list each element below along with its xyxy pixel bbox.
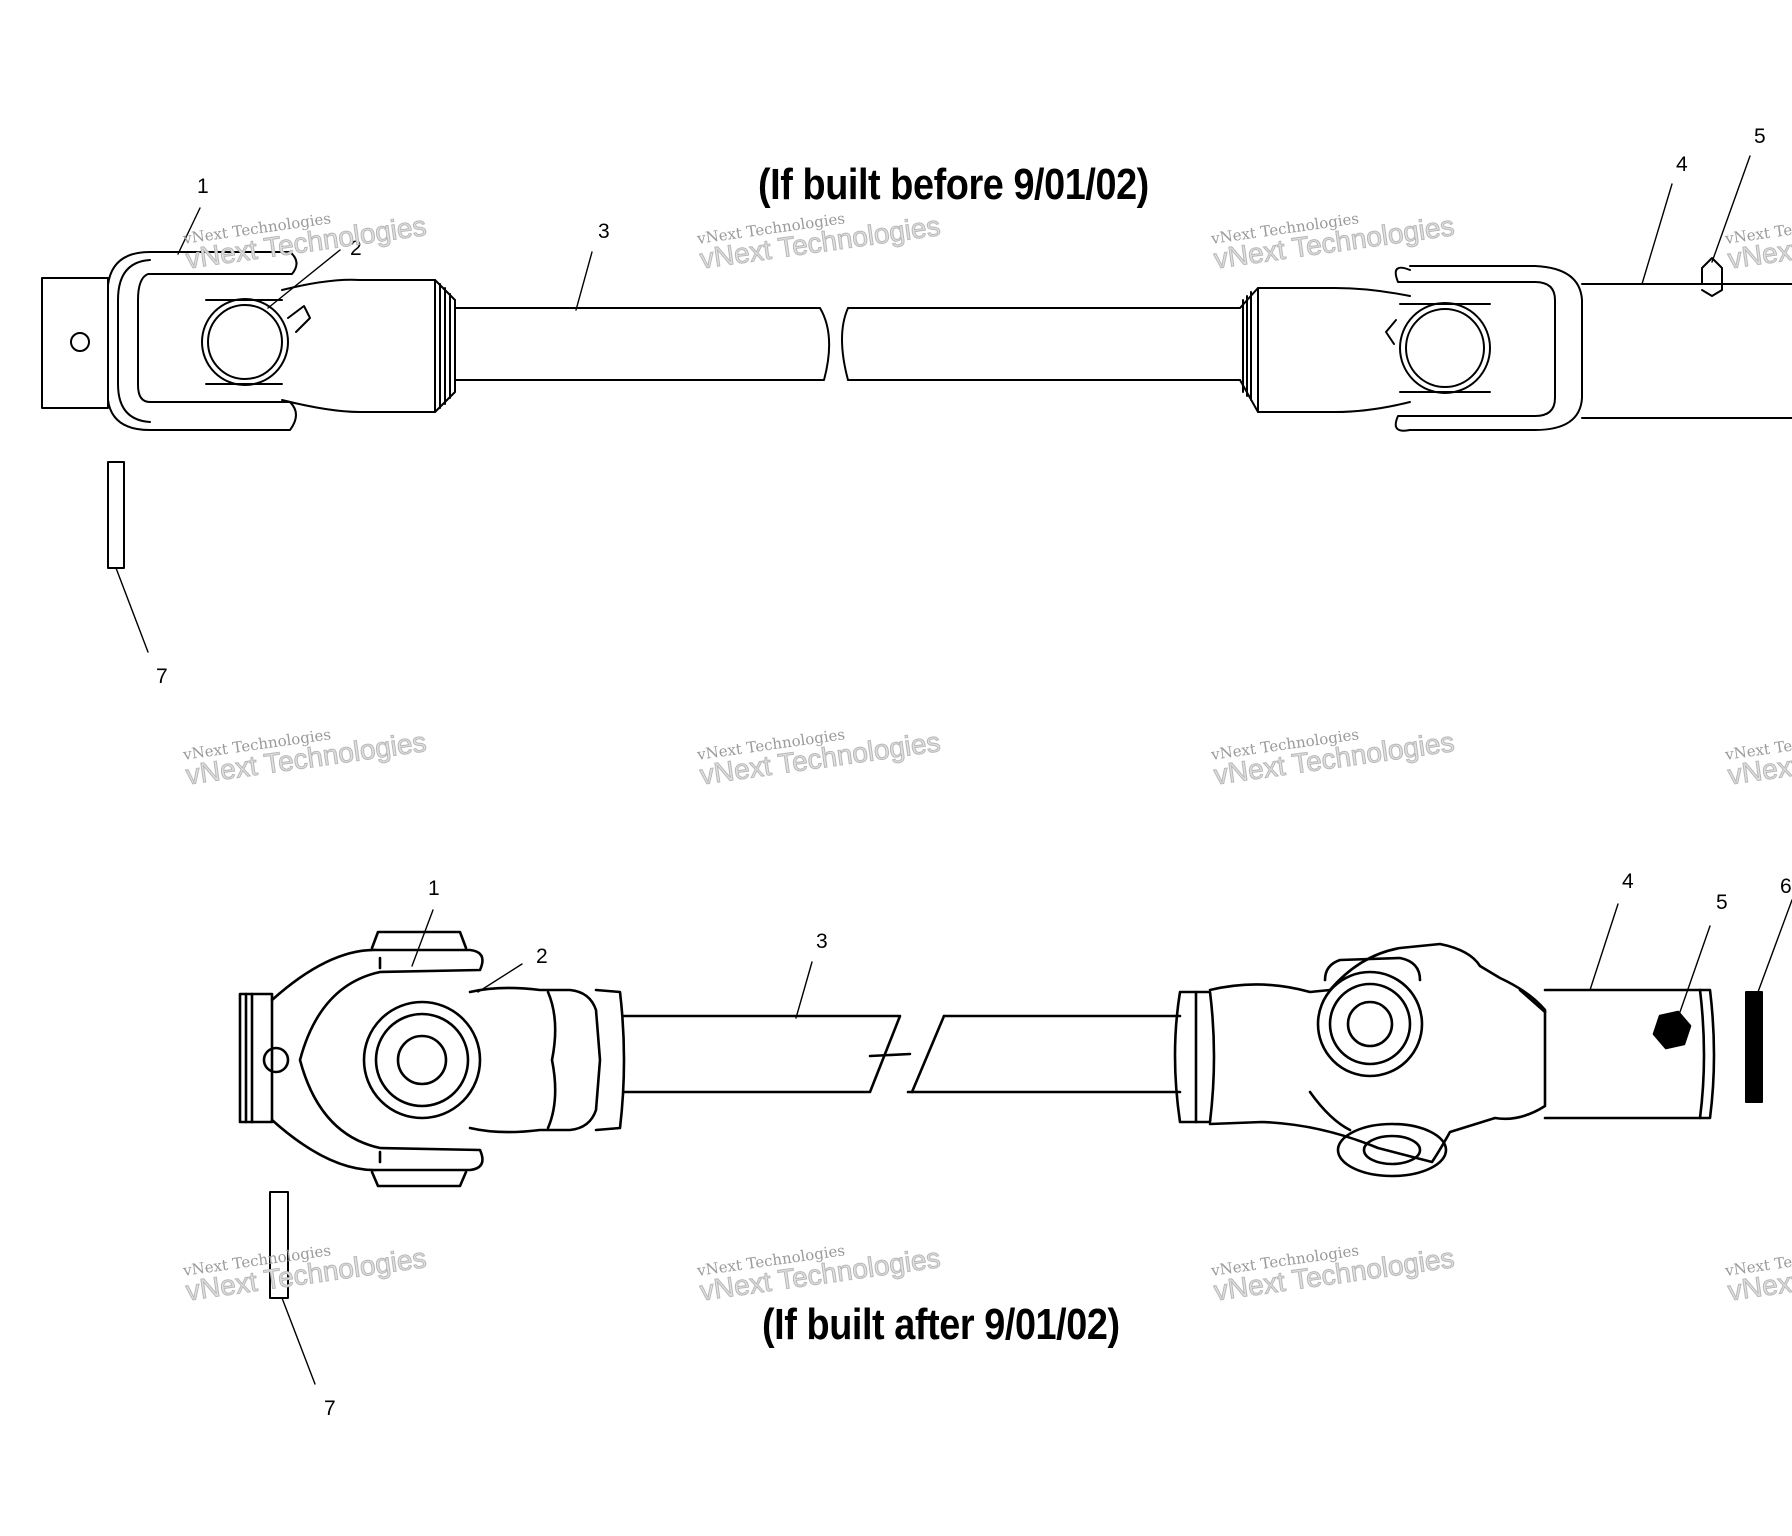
top-assembly-title: (If built before 9/01/02) bbox=[758, 160, 1149, 209]
callout-bottom-5: 5 bbox=[1716, 891, 1728, 914]
bottom-left-yoke bbox=[238, 930, 626, 1188]
callout-top-1: 1 bbox=[197, 175, 209, 198]
top-left-yoke bbox=[41, 251, 456, 431]
bottom-tube bbox=[622, 1014, 1182, 1094]
top-tube bbox=[454, 307, 1241, 381]
callout-bottom-6: 6 bbox=[1780, 875, 1792, 898]
callout-bottom-4: 4 bbox=[1622, 870, 1634, 893]
callout-top-3: 3 bbox=[598, 220, 610, 243]
callout-bottom-2: 2 bbox=[536, 945, 548, 968]
callout-bottom-3: 3 bbox=[816, 930, 828, 953]
callout-top-7: 7 bbox=[156, 665, 168, 688]
callout-top-5: 5 bbox=[1754, 125, 1766, 148]
callout-top-2: 2 bbox=[350, 237, 362, 260]
bottom-right-yoke bbox=[1173, 942, 1716, 1178]
callout-bottom-7: 7 bbox=[324, 1397, 336, 1420]
bottom-assembly-title: (If built after 9/01/02) bbox=[762, 1300, 1120, 1349]
top-right-yoke bbox=[1239, 257, 1792, 432]
callout-top-4: 4 bbox=[1676, 153, 1688, 176]
callout-bottom-1: 1 bbox=[428, 877, 440, 900]
